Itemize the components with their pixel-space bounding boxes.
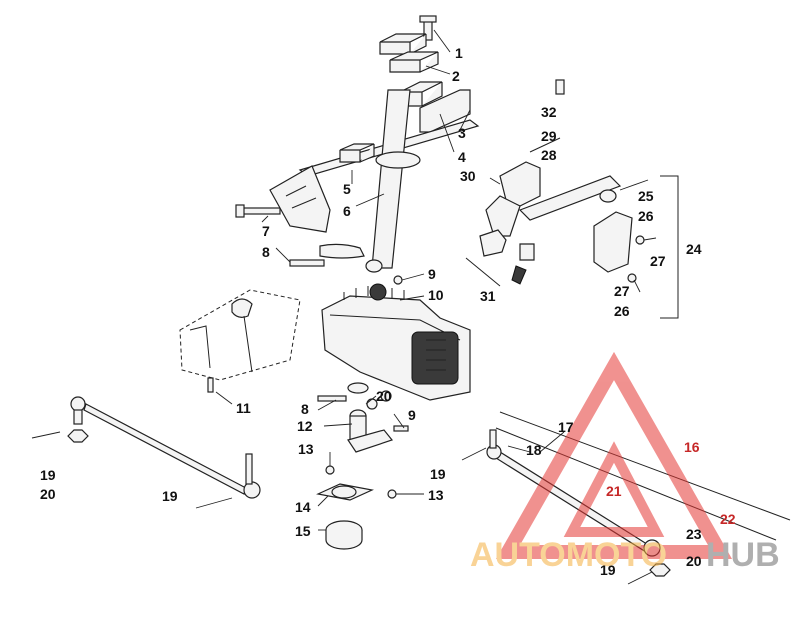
- callout-7: 7: [262, 223, 270, 239]
- callout-2: 2: [452, 68, 460, 84]
- frame-mount-sketch: [179, 289, 301, 393]
- pitman-arm-assembly: [316, 390, 409, 550]
- callout-8b: 8: [301, 401, 309, 417]
- callout-11: 11: [236, 400, 251, 416]
- callout-32: 32: [541, 104, 557, 120]
- callout-10: 10: [428, 287, 444, 303]
- callout-24: 24: [686, 241, 702, 257]
- callout-30: 30: [460, 168, 476, 184]
- callout-19c: 19: [430, 466, 446, 482]
- callout-19b: 19: [162, 488, 178, 504]
- leader-lines: [215, 29, 657, 531]
- callout-9b: 9: [408, 407, 416, 423]
- callout-19: 19: [40, 467, 56, 483]
- callout-14: 14: [295, 499, 311, 515]
- callout-29: 29: [541, 128, 557, 144]
- callout-22: 22: [720, 511, 736, 527]
- callout-21: 21: [606, 483, 622, 499]
- callout-26b: 26: [614, 303, 630, 319]
- callout-27: 27: [650, 253, 666, 269]
- callout-23: 23: [686, 526, 702, 542]
- callout-13b: 13: [428, 487, 444, 503]
- callout-8: 8: [262, 244, 270, 260]
- callout-4: 4: [458, 149, 466, 165]
- callout-27b: 27: [614, 283, 630, 299]
- steering-column-assembly: [235, 15, 480, 285]
- watermark-word-hub: HUB: [706, 536, 780, 574]
- callout-13: 13: [298, 441, 314, 457]
- callout-16: 16: [684, 439, 700, 455]
- key-switch-bracket-assembly: [465, 79, 679, 319]
- callout-17: 17: [558, 419, 574, 435]
- callout-6: 6: [343, 203, 351, 219]
- callout-26: 26: [638, 208, 654, 224]
- callout-12: 12: [297, 418, 313, 434]
- callout-5: 5: [343, 181, 351, 197]
- callout-20b: 20: [40, 486, 56, 502]
- callout-19d: 19: [600, 562, 616, 578]
- callout-28: 28: [541, 147, 557, 163]
- power-steering-unit: [321, 283, 471, 401]
- callout-20: 20: [376, 388, 392, 404]
- callout-labels: 1 2 3 4 5 6 7 8 9 10 11 8 20 12 9 13 13 …: [40, 45, 736, 578]
- callout-31: 31: [480, 288, 496, 304]
- callout-18: 18: [526, 442, 542, 458]
- watermark-logo: AUTOMOTO HUB: [470, 351, 780, 574]
- callout-3: 3: [458, 125, 466, 141]
- callout-9: 9: [428, 266, 436, 282]
- callout-15: 15: [295, 523, 311, 539]
- callout-20c: 20: [686, 553, 702, 569]
- callout-25: 25: [638, 188, 654, 204]
- left-tie-rod: [31, 396, 261, 509]
- callout-1: 1: [455, 45, 463, 61]
- watermark-word-automoto: AUTOMOTO: [470, 536, 667, 574]
